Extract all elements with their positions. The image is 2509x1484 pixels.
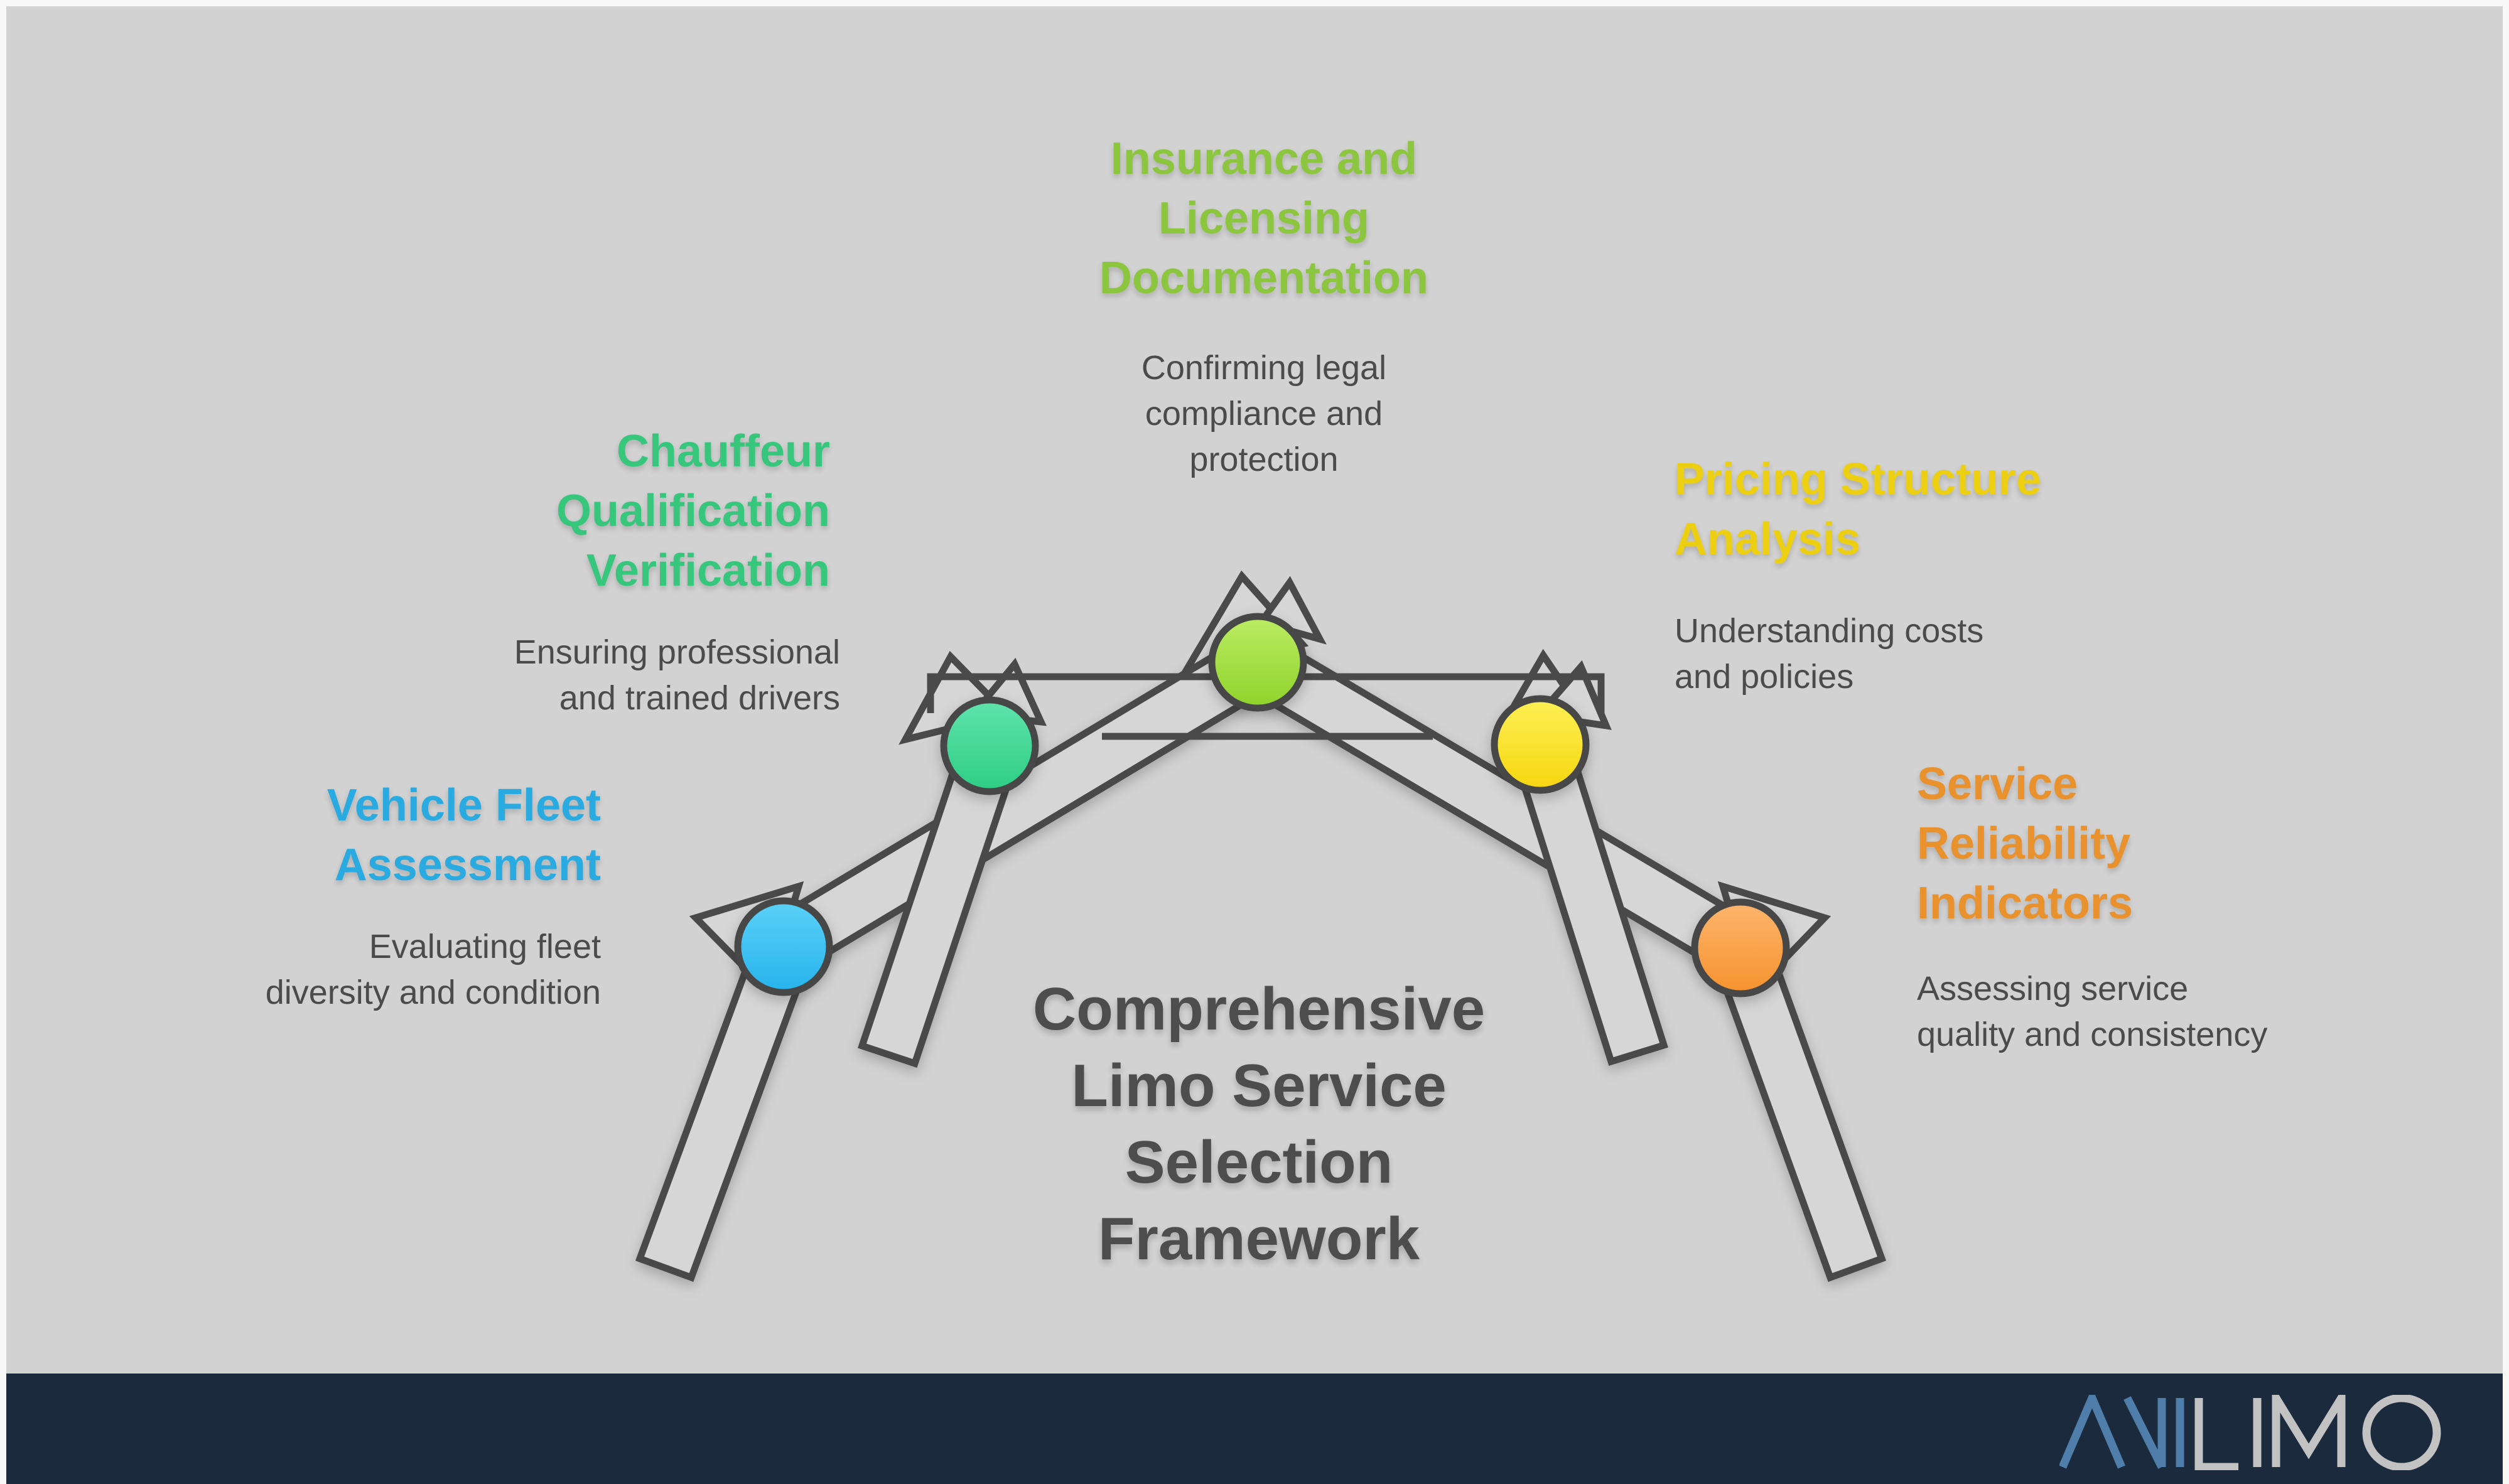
step-title-vehicle-fleet: Vehicle Fleet Assessment bbox=[326, 780, 601, 890]
arch-arrow-diagram bbox=[635, 570, 1887, 1282]
node-vehicle-fleet bbox=[734, 897, 833, 996]
brand-logo-mark bbox=[2059, 1395, 2184, 1469]
step-desc-insurance-licensing: Confirming legal compliance and protecti… bbox=[1141, 349, 1387, 478]
step-desc-pricing-structure: Understanding costs and policies bbox=[1675, 612, 1984, 696]
step-desc-chauffeur-qualification: Ensuring professional and trained driver… bbox=[514, 633, 840, 717]
node-insurance-licensing bbox=[1208, 613, 1307, 712]
page-title: Comprehensive Limo Service Selection Fra… bbox=[1032, 976, 1486, 1272]
brand-logo-word bbox=[2194, 1395, 2441, 1470]
step-title-pricing-structure: Pricing Structure Analysis bbox=[1675, 454, 2042, 564]
step-desc-service-reliability: Assessing service quality and consistenc… bbox=[1917, 970, 2268, 1053]
step-title-insurance-licensing: Insurance and Licensing Documentation bbox=[1099, 134, 1428, 303]
step-title-service-reliability: Service Reliability Indicators bbox=[1917, 759, 2134, 928]
footer-bar bbox=[6, 1374, 2503, 1484]
step-nodes bbox=[734, 613, 1790, 997]
brand-logo bbox=[2059, 1395, 2441, 1470]
step-desc-vehicle-fleet: Evaluating fleet diversity and condition bbox=[265, 928, 601, 1011]
step-title-chauffeur-qualification: Chauffeur Qualification Verification bbox=[556, 426, 830, 596]
node-chauffeur-qualification bbox=[940, 696, 1039, 795]
node-service-reliability bbox=[1691, 898, 1790, 997]
node-pricing-structure bbox=[1491, 695, 1590, 794]
